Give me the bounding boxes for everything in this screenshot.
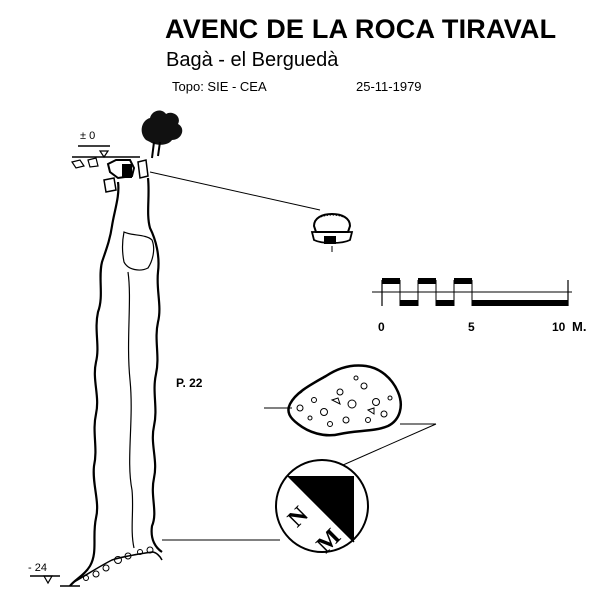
entrance-plan <box>310 212 354 252</box>
scale-label-10: 10 <box>552 320 566 334</box>
survey-date: 25-11-1979 <box>356 79 422 94</box>
surface-level-marker <box>71 145 140 169</box>
page-title: AVENC DE LA ROCA TIRAVAL <box>165 14 557 44</box>
survey-credit: Topo: SIE - CEA <box>172 79 267 94</box>
entrance-plan-leader <box>149 171 321 211</box>
shaft-section <box>30 177 163 587</box>
surface-depth-label: ± 0 <box>80 130 96 142</box>
north-arrow-icon <box>275 459 369 553</box>
scale-bar <box>372 278 572 306</box>
page-subtitle: Bagà - el Berguedà <box>166 49 339 71</box>
entrance-block <box>103 159 149 193</box>
scale-label-0: 0 <box>378 320 385 334</box>
pitch-label: P. 22 <box>176 376 203 390</box>
scale-unit-label: M. <box>572 319 587 334</box>
scale-label-5: 5 <box>468 320 475 334</box>
bottom-depth-label: - 24 <box>28 562 47 574</box>
chamber-plan <box>264 364 436 437</box>
shrub-icon <box>141 110 183 159</box>
